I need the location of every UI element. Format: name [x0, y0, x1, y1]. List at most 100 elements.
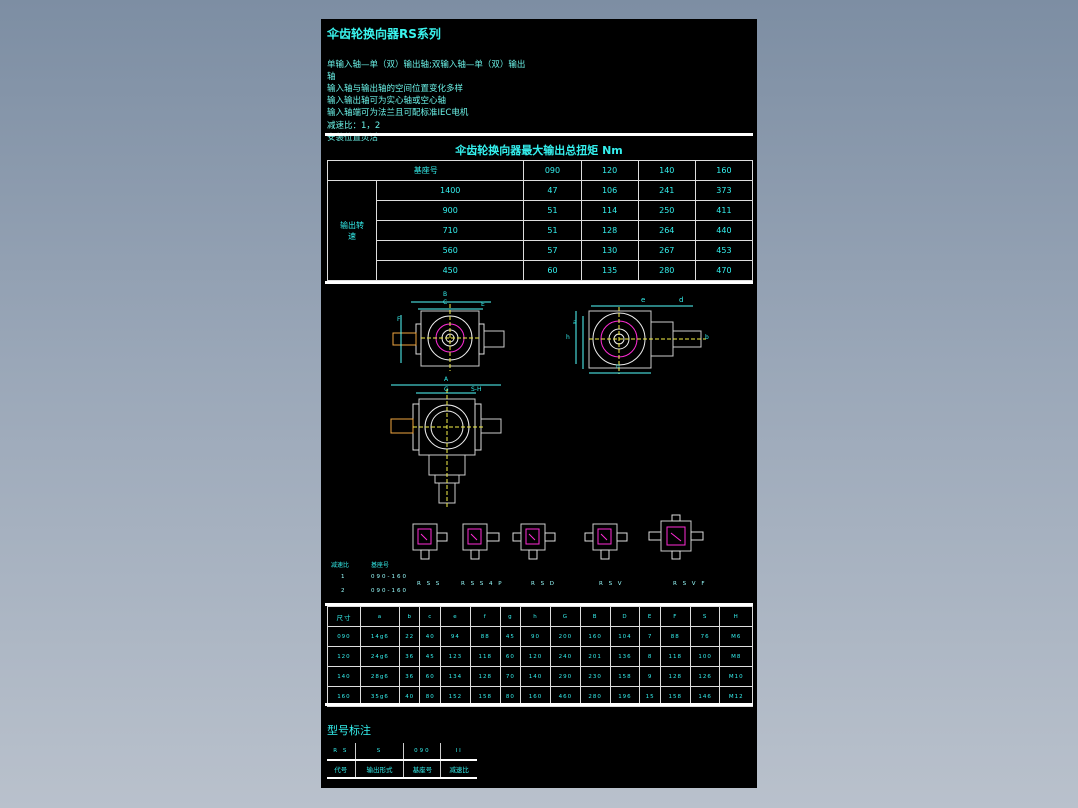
dim-label: e	[641, 296, 646, 304]
table-cell: 60	[419, 666, 442, 687]
table-row: 710 51 128 264 440	[328, 220, 754, 241]
table-cell: 158	[609, 666, 641, 687]
torque-table: 基座号 090 120 140 160 输出转速 1400 47 106 241…	[326, 160, 754, 281]
dim-label: a	[573, 319, 577, 326]
dim-label: S-H	[471, 386, 482, 393]
divider	[325, 281, 753, 284]
dim-label: b	[705, 334, 709, 341]
front-view-drawing	[392, 301, 505, 371]
table-cell: 35g6	[359, 686, 400, 707]
table-cell: 36	[398, 666, 421, 687]
dim-label: F	[397, 316, 401, 323]
table-row: 140 28g6 36 60 134 128 70 140 290 230 15…	[327, 666, 753, 687]
table-cell: 470	[694, 260, 754, 281]
model-code-table: R S S 090 II 代号 输出形式 基座号 减速比	[327, 743, 477, 779]
divider	[325, 703, 753, 706]
dim-label: B	[443, 291, 448, 298]
dim-label: E	[481, 301, 485, 308]
table-cell: M6	[719, 626, 753, 647]
table-header-cell: F	[659, 606, 691, 627]
table-cell: 28g6	[359, 666, 400, 687]
table-cell: 158	[469, 686, 501, 707]
dim-label: h	[566, 334, 570, 341]
model-code: S	[355, 743, 405, 760]
table-cell: 88	[469, 626, 501, 647]
dim-label: n	[616, 363, 620, 370]
table-cell: 100	[689, 646, 721, 667]
table-header-cell: S	[689, 606, 721, 627]
table-cell: M12	[719, 686, 753, 707]
dim-label: G	[444, 386, 449, 393]
ratio-cell: 1	[341, 574, 347, 580]
table-cell: 128	[659, 666, 691, 687]
table-cell: 104	[609, 626, 641, 647]
model-heading: 型号标注	[327, 724, 371, 737]
dim-label: d	[679, 296, 684, 304]
table-cell: 120	[520, 646, 551, 667]
note-line: 单输入轴—单（双）输出轴;双输入轴—单（双）输出	[327, 60, 526, 70]
table-header-cell: a	[359, 606, 400, 627]
table-row: 160 35g6 40 80 152 158 80 160 460 280 19…	[327, 686, 753, 707]
table-row: 120 24g6 36 45 123 118 60 120 240 201 13…	[327, 646, 753, 667]
table-header-cell: B	[579, 606, 611, 627]
table-cell: 200	[549, 626, 581, 647]
table-row: 输出转速 1400 47 106 241 373	[327, 180, 754, 281]
model-code: R S	[327, 743, 356, 760]
model-code: II	[455, 748, 463, 754]
table-cell: 140	[520, 666, 551, 687]
config-label: R S S 4 P	[461, 581, 504, 587]
divider	[325, 603, 753, 606]
table-header-cell: E	[639, 606, 661, 627]
table-row: 450 60 135 280 470	[328, 260, 754, 281]
dimension-table: 尺寸 a b c e f g h G B D E F S H 090 14g6 …	[327, 606, 753, 707]
table-cell: 240	[549, 646, 581, 667]
dim-label: A	[444, 376, 449, 383]
table-cell: 118	[469, 646, 501, 667]
table-header-cell: D	[609, 606, 641, 627]
table-header-cell: f	[469, 606, 501, 627]
table-cell: 45	[419, 646, 442, 667]
gearbox-drawings	[390, 301, 706, 560]
table-cell: 22	[398, 626, 421, 647]
torque-caption: 伞齿轮换向器最大输出总扭矩 Nm	[455, 144, 623, 157]
drawing-title: 伞齿轮换向器RS系列	[327, 27, 441, 41]
table-row: 090 14g6 22 40 94 88 45 90 200 160 104 7…	[327, 626, 753, 647]
table-header-cell: c	[419, 606, 442, 627]
config-label: R S V F	[673, 581, 707, 587]
model-code-row: R S S 090 II	[327, 743, 477, 760]
table-cell: 14g6	[359, 626, 400, 647]
table-cell: 118	[659, 646, 691, 667]
ratio-cell: 090-160	[371, 588, 408, 594]
table-cell: 146	[689, 686, 721, 707]
table-cell: 160	[327, 686, 361, 707]
model-label: 减速比	[440, 759, 477, 779]
table-cell: M10	[719, 666, 753, 687]
table-cell: M8	[719, 646, 753, 667]
model-label: 代号	[327, 759, 356, 779]
config-label: R S V	[599, 581, 624, 587]
table-cell: 090	[327, 626, 361, 647]
table-cell: 8	[639, 646, 661, 667]
table-cell: 36	[398, 646, 421, 667]
table-row: 900 51 114 250 411	[328, 200, 754, 221]
table-cell: 134	[440, 666, 471, 687]
table-cell: 290	[549, 666, 581, 687]
table-cell: 45	[499, 626, 522, 647]
row-group-label: 输出转速	[327, 180, 377, 281]
table-cell: 128	[469, 666, 501, 687]
table-cell: 201	[579, 646, 611, 667]
table-cell: 94	[440, 626, 471, 647]
divider	[325, 133, 753, 136]
model-label: 基座号	[403, 759, 442, 779]
note-line: 安装位置灵活	[327, 133, 379, 143]
table-cell: 60	[499, 646, 522, 667]
table-cell: 120	[327, 646, 361, 667]
table-header-cell: 尺寸	[327, 606, 361, 627]
table-header-cell: G	[549, 606, 581, 627]
ratio-cell: 090-160	[371, 574, 408, 580]
table-header-cell: h	[520, 606, 551, 627]
note-line: 轴	[327, 72, 336, 82]
table-header-cell: b	[398, 606, 421, 627]
drawing-sheet: 伞齿轮换向器RS系列 单输入轴—单（双）输出轴;双输入轴—单（双）输出 轴 输入…	[321, 19, 757, 788]
table-cell: 70	[499, 666, 522, 687]
